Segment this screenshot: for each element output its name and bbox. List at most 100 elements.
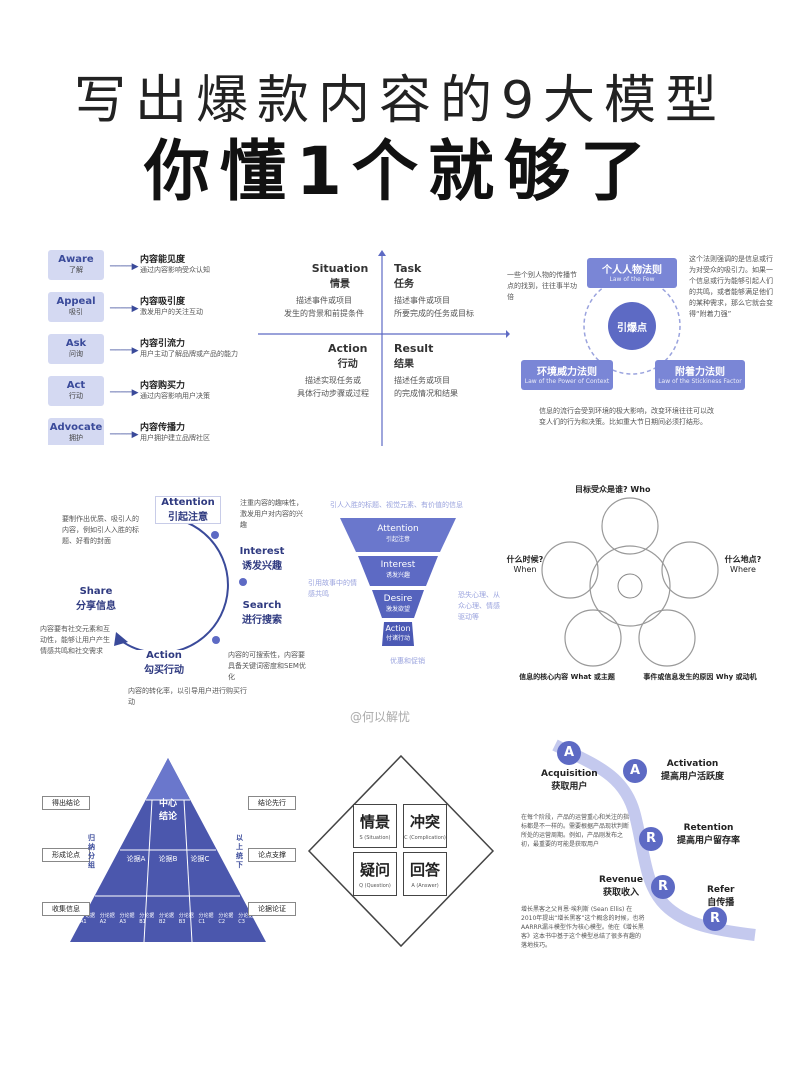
funnel-right-note: 恐失心理、从众心理、情感驱动等 (458, 591, 500, 621)
task-desc: 描述事件或项目所要完成的任务或目标 (394, 296, 474, 318)
tipping-center: 引爆点 (617, 323, 647, 334)
funnel-top-note: 引人入胜的标题、视觉元素、有价值的信息 (330, 501, 463, 509)
arrow-right-icon: ────▶ (110, 262, 139, 272)
pyramid-leaf: 分论据C3 (238, 913, 254, 925)
aisas-note-share: 内容要有社交元素和互动性，能够让用户产生情感共鸣和社交需求 (40, 625, 110, 655)
activation-icon: A (623, 759, 647, 783)
5w-when: 什么时候?When (506, 555, 544, 574)
pyramid-right-vertical: 以上统下 (236, 834, 243, 869)
star-axes (258, 250, 510, 446)
pyramid-top: 中心结论 (158, 799, 177, 822)
item-desc: 通过内容影响受众认知 (140, 266, 210, 274)
pyramid-right-box: 结论先行 (248, 796, 296, 810)
item-title: 内容传播力 (140, 423, 186, 433)
pyramid-left-box: 得出结论 (42, 796, 90, 810)
pyramid-mid: 论据B (158, 855, 178, 863)
retention-icon: R (639, 827, 663, 851)
pyramid-left-box: 收集信息 (42, 902, 90, 916)
pyramid-leaf: 分论据A2 (99, 913, 115, 925)
item-desc: 用户拥护建立品牌社区 (140, 434, 210, 442)
5w-why: 事件或信息发生的原因 Why 或动机 (643, 673, 757, 681)
watermark: @何以解忧 (350, 710, 411, 724)
aarrr-note-2: 增长黑客之父肖恩·埃利斯 (Sean Ellis) 在2010年提出“增长黑客”… (521, 906, 645, 949)
action-desc: 描述实现任务或具体行动步骤或过程 (297, 376, 369, 398)
pyramid-leaf: 分论据C2 (218, 913, 234, 925)
pyramid-mid: 论据A (126, 855, 146, 863)
panel-aisas-cycle: Attention 引起注意 Interest 诱发兴趣 Search 进行搜索… (40, 490, 310, 710)
funnel-bottom-note: 优惠和促销 (390, 657, 425, 665)
tipping-note-1: 一些个别人物的传播节点的找到，往往事半功倍 (507, 271, 577, 301)
aisas-ring (114, 519, 247, 660)
panel-5w-model: 目标受众是谁? Who 什么时候?When 什么地点?Where 信息的核心内容… (505, 478, 775, 698)
pyramid-left-vertical: 归纳分组 (88, 834, 95, 869)
item-title: 内容能见度 (140, 255, 186, 265)
panel-pyramid: 中心结论 论据A 论据B 论据C 分论据A1 分论据A2 分论据A3 分论据B1… (40, 752, 298, 950)
aisas-note-attention: 要制作出优质、吸引人的内容，例如引人入胜的标题、好看的封面 (62, 515, 139, 545)
pyramid-leaf: 分论据A1 (80, 913, 96, 925)
aarrr-note-1: 在每个阶段，产品的运营重心和关注的指标都是不一样的。需要根据产品现状判断所处的运… (521, 814, 630, 848)
arrow-right-icon: ────▶ (110, 346, 139, 356)
funnel-shape (340, 518, 456, 646)
pyramid-right-box: 论据论证 (248, 902, 296, 916)
item-title: 内容购买力 (140, 381, 186, 391)
item-title: 内容引流力 (140, 339, 186, 349)
item-desc: 通过内容影响用户决策 (140, 392, 210, 400)
aarrr-path (552, 739, 756, 941)
aisas-note-interest: 注重内容的趣味性，激发用户对内容的兴趣 (240, 499, 303, 529)
aisas-attention: Attention 引起注意 (155, 496, 221, 524)
tipping-note-3: 信息的流行会受到环境的极大影响，改变环境往往可以改变人们的行为和决策。比如重大节… (539, 407, 714, 426)
title-line-1: 写出爆款内容的9大模型 (73, 71, 727, 131)
arrow-right-icon: ────▶ (110, 304, 139, 314)
tipping-note-2: 这个法则强调的是信息或行为对受众的吸引力。如果一个信息或行为能够引起人们的共鸣，… (689, 255, 773, 318)
pyramid-bottom-row: 分论据A1 分论据A2 分论据A3 分论据B1 分论据B2 分论据B3 分论据C… (80, 912, 258, 925)
pyramid-leaf: 分论据B2 (159, 913, 175, 925)
5w-where: 什么地点?Where (724, 555, 762, 574)
pyramid-right-box: 论点支撑 (248, 848, 296, 862)
pyramid-left-box: 形成论点 (42, 848, 90, 862)
acquisition-icon: A (557, 741, 581, 765)
revenue-icon: R (651, 875, 675, 899)
aisas-search: Search 进行搜索 (234, 600, 290, 626)
pyramid-mid: 论据C (190, 855, 210, 863)
item-desc: 激发用户的关注互动 (140, 308, 203, 316)
pyramid-leaf: 分论据B1 (139, 913, 155, 925)
pyramid-shape (70, 758, 266, 943)
pyramid-leaf: 分论据A3 (119, 913, 135, 925)
aisas-note-search: 内容的可搜索性，内容要具备关键词密度和SEM优化 (228, 651, 306, 681)
5w-what: 信息的核心内容 What 或主题 (519, 673, 615, 681)
situation-desc: 描述事件或项目发生的背景和前提条件 (284, 296, 364, 318)
refer-icon: R (703, 907, 727, 931)
